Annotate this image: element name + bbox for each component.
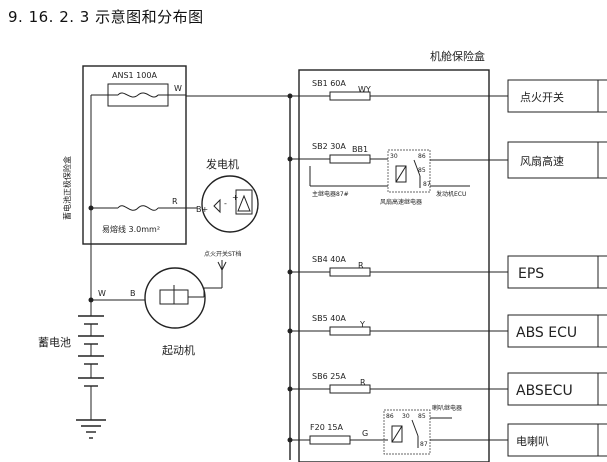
wire-w-label: W (174, 84, 182, 93)
wire-label: Y (359, 320, 365, 329)
svg-text:85: 85 (418, 413, 426, 420)
fuse-f20 (309, 435, 351, 445)
wire-label: R (358, 261, 364, 270)
wire-label: WY (358, 85, 371, 94)
svg-text:87: 87 (420, 441, 428, 448)
alternator-symbol (201, 175, 259, 233)
load-label: 风扇高速 (520, 154, 564, 168)
battery-fuse-box (82, 65, 187, 245)
svg-text:-: - (224, 199, 227, 208)
load-box (507, 141, 599, 179)
load-box (507, 255, 599, 289)
svg-text:87: 87 (423, 181, 431, 188)
starter-symbol (144, 267, 206, 329)
ignition-st-label: 点火开关ST档 (204, 250, 241, 258)
circuit-row-2: SB2 30A BB1 30 86 85 87 主继电器87# 发动机ECU 风… (287, 141, 607, 206)
fuse-label: SB6 25A (312, 372, 346, 381)
fan-relay-name: 风扇高速继电器 (380, 198, 422, 206)
svg-text:+: + (232, 193, 239, 202)
fuse-main-label: ANS1 100A (112, 71, 157, 80)
wire-label: R (360, 378, 366, 387)
fuse-sb2 (329, 154, 371, 164)
battery-label: 蓄电池 (38, 336, 71, 349)
svg-text:B: B (130, 289, 136, 298)
svg-text:86: 86 (386, 413, 394, 420)
svg-text:85: 85 (418, 167, 426, 174)
load-box (507, 372, 599, 406)
load-label: ABS ECU (516, 325, 577, 341)
load-box (507, 314, 599, 348)
svg-text:W: W (98, 289, 106, 298)
battery-fuse-box-label: 蓄电池正极保险盒 (62, 156, 72, 220)
wire-r-label: R (172, 197, 178, 206)
load-label: ABSECU (516, 383, 573, 399)
page-title: 9. 16. 2. 3 示意图和分布图 (8, 8, 204, 26)
svg-text:86: 86 (418, 153, 426, 160)
circuit-row-5: SB6 25A R ABSECU (287, 372, 607, 406)
alternator-label: 发电机 (206, 157, 239, 171)
from-ecu-label: 主继电器87# (312, 190, 349, 198)
circuit-row-1: SB1 60A WY 点火开关 (186, 79, 607, 113)
fuse-label: SB2 30A (312, 142, 346, 151)
ground-icon (76, 419, 106, 439)
wire-label: G (362, 429, 368, 438)
fuse-label: SB1 60A (312, 79, 346, 88)
svg-text:B+: B+ (196, 205, 208, 214)
svg-text:30: 30 (402, 413, 410, 420)
load-label: 点火开关 (520, 90, 564, 104)
load-label: 电喇叭 (516, 434, 549, 448)
fuse-label: SB5 40A (312, 314, 346, 323)
engine-fuse-box-label: 机舱保险盒 (430, 49, 485, 63)
fuse-sub-label: 易熔线 3.0mm² (102, 224, 160, 234)
circuit-row-4: SB5 40A Y ABS ECU (287, 314, 607, 348)
wire-label: BB1 (352, 145, 368, 154)
load-box (507, 423, 599, 457)
load-label: EPS (518, 266, 544, 282)
circuit-row-6: F20 15A G 86 30 85 87 喇叭继电器 电喇叭 (287, 404, 607, 457)
circuit-row-3: SB4 40A R EPS (287, 255, 607, 289)
engine-fuse-box (298, 69, 490, 462)
battery-symbol (78, 315, 104, 387)
starter-label: 起动机 (162, 343, 195, 357)
load-box (507, 79, 599, 113)
fuse-sb4 (329, 267, 371, 277)
fan-relay (387, 149, 431, 193)
to-ecu-label: 发动机ECU (436, 190, 466, 198)
horn-relay-name: 喇叭继电器 (432, 404, 462, 412)
svg-text:30: 30 (390, 153, 398, 160)
horn-relay (383, 409, 431, 455)
fuse-label: SB4 40A (312, 255, 346, 264)
fuse-label: F20 15A (310, 423, 344, 432)
